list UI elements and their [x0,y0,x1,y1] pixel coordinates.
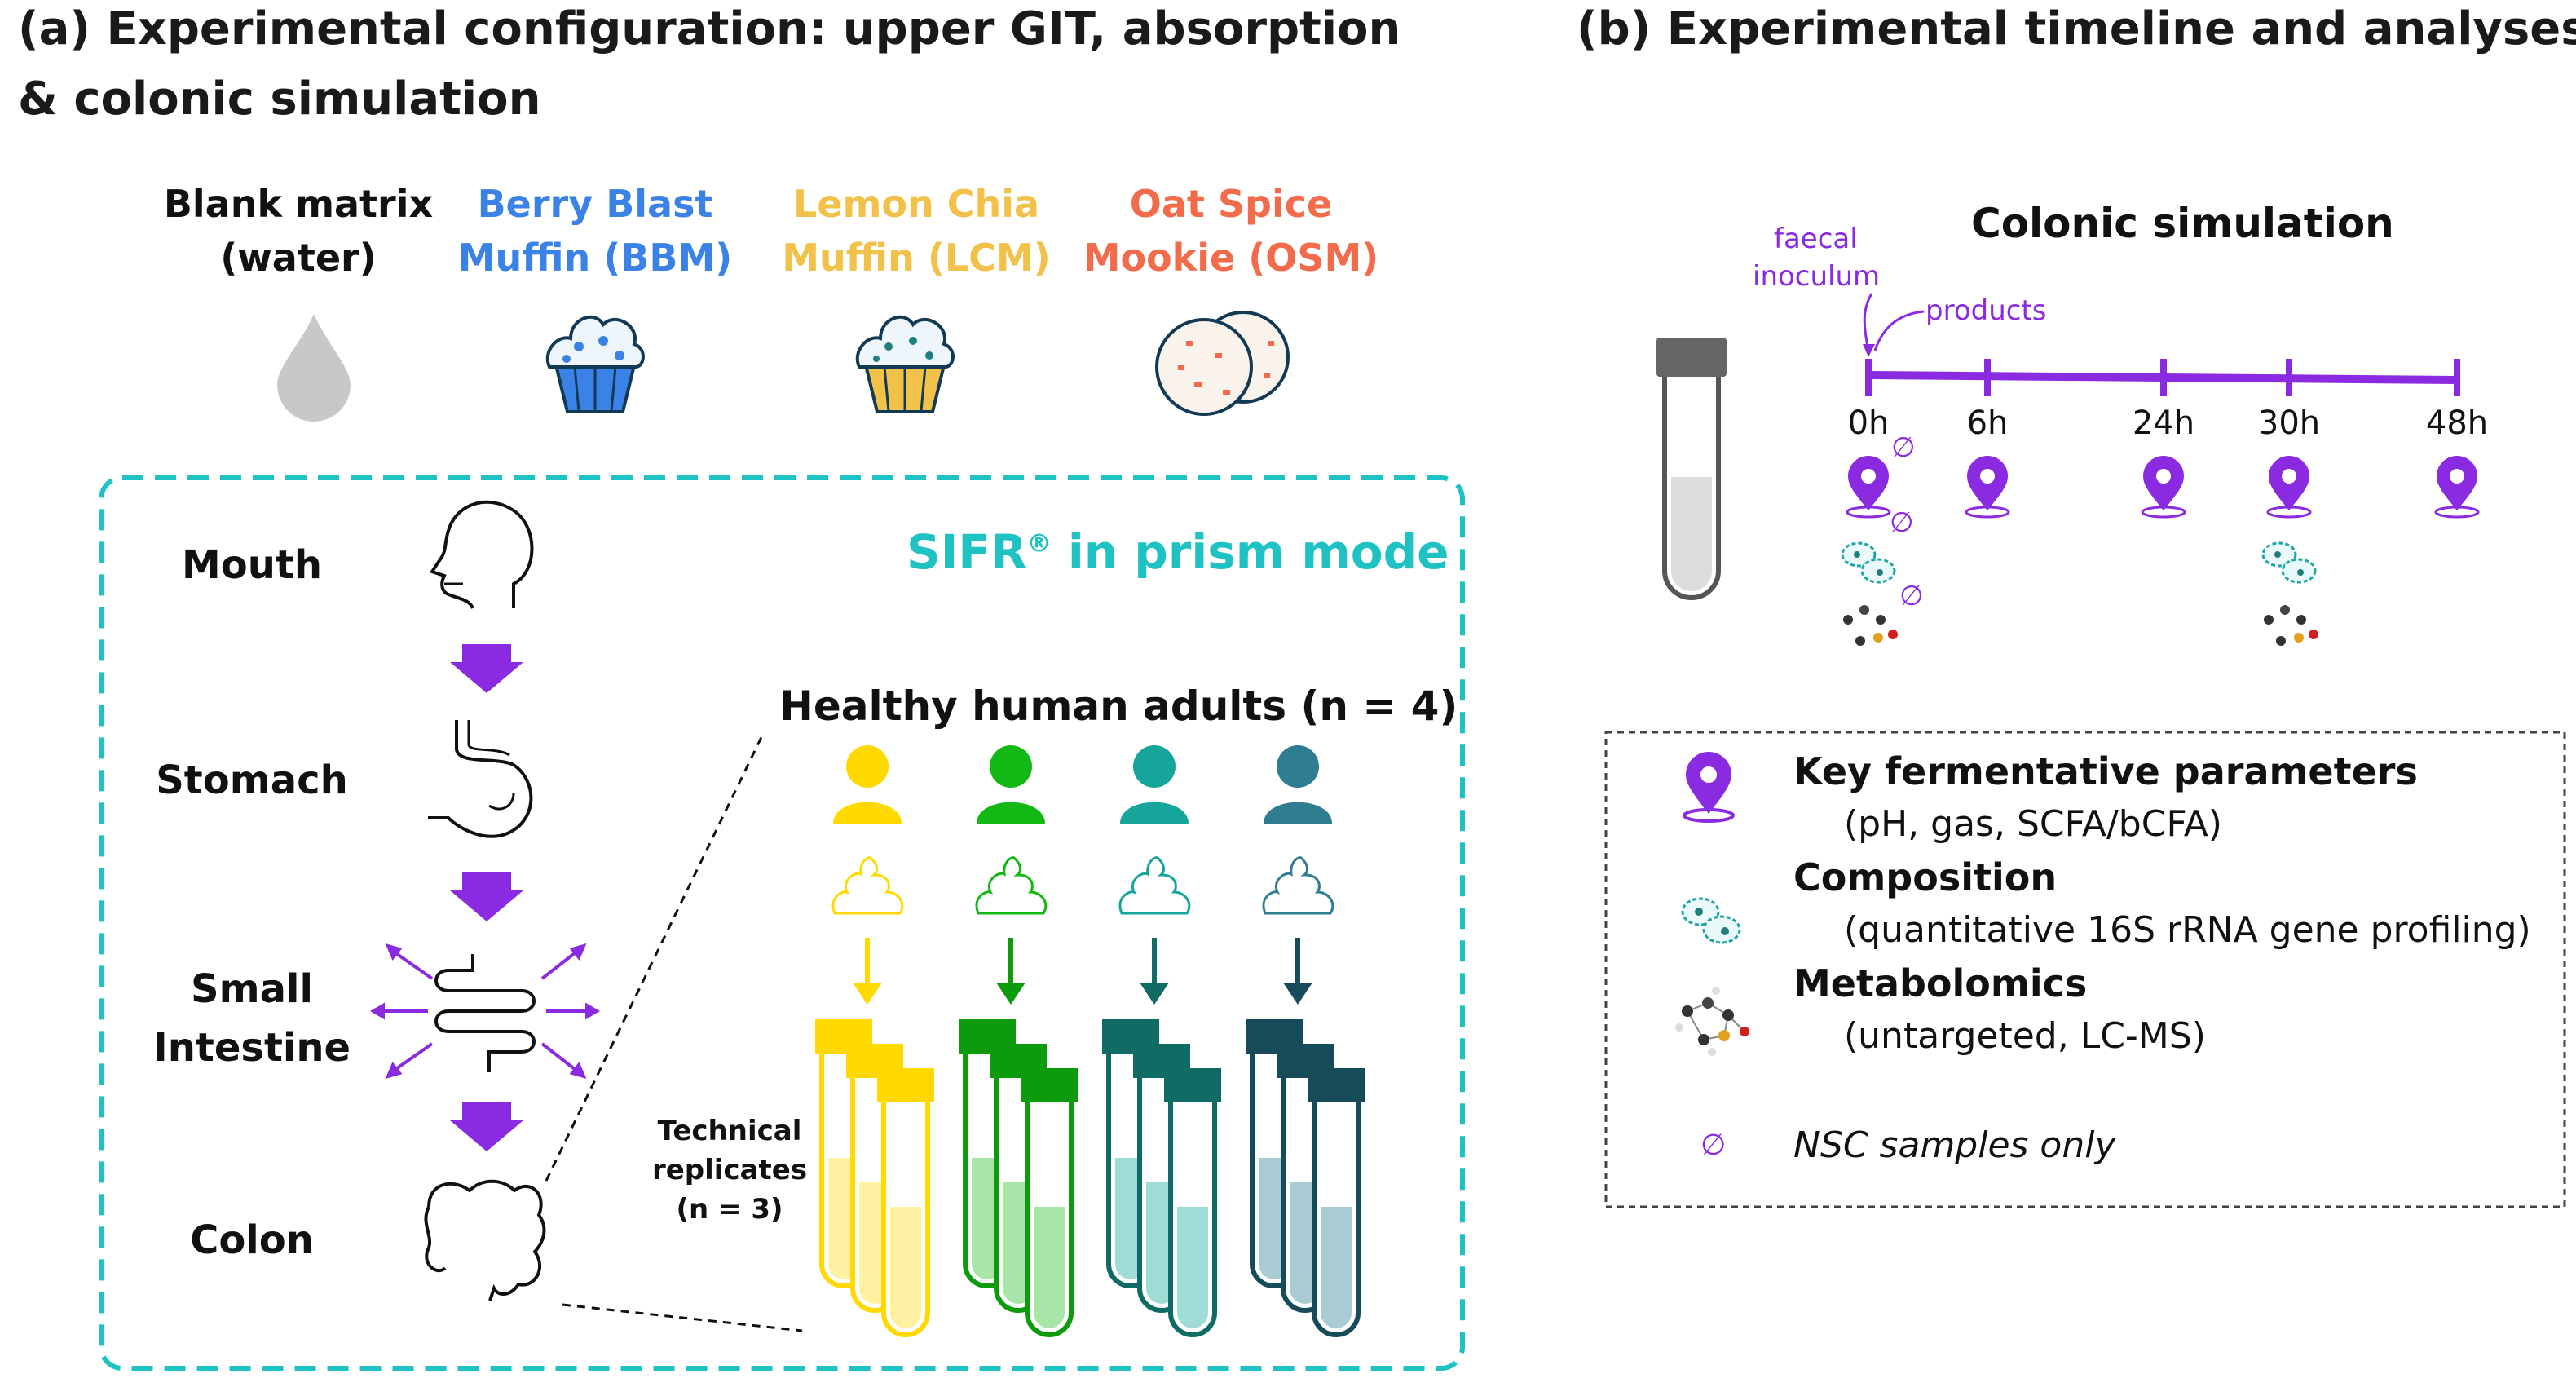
legend-nsc-label: NSC samples only [1793,1124,2116,1166]
bacteria-icon [1841,541,1896,584]
bacteria-icon [2261,541,2317,584]
stool-icon [1118,856,1191,915]
timepoint-label-6h: 6h [1966,404,2009,442]
replicate-tubes [1102,1019,1221,1337]
water-drop-icon [277,314,351,422]
colonic-simulation-title: Colonic simulation [1971,200,2394,247]
products-arrow [1873,310,1925,351]
replicate-tubes [1246,1019,1365,1337]
replicates-label-1: Technical [657,1115,802,1147]
berry-muffin-icon [545,315,645,413]
test-tube [877,1068,934,1337]
organ-colon-label: Colon [190,1217,314,1263]
legend-bacteria-icon [1681,897,1741,944]
location-pin-icon [2434,456,2480,519]
faecal-label-2: inoculum [1753,260,1881,293]
nsc-symbol: ∅ [1899,580,1924,612]
mouth-head-icon [429,500,534,609]
arrow-down-3 [450,1102,523,1151]
organ-small-intestine-label-2: Intestine [152,1025,351,1071]
cookie-icon [1155,311,1290,416]
legend-key-sub: (pH, gas, SCFA/bCFA) [1844,803,2222,845]
lemon-muffin-icon [855,315,955,413]
molecule-icon [1843,605,1898,646]
person-icon [833,745,902,824]
stomach-icon [428,720,533,838]
organ-stomach-label: Stomach [156,758,348,803]
arrow-down-1 [450,644,523,693]
food-blank-label-1: Blank matrix [163,182,434,226]
nsc-symbol: ∅ [1891,431,1916,464]
panel-a-title-line1: (a) Experimental configuration: upper GI… [18,2,1401,55]
timepoint-label-24h: 24h [2132,404,2195,442]
replicate-tubes [815,1019,934,1337]
faecal-label-1: faecal [1774,223,1858,255]
legend-comp-sub: (quantitative 16S rRNA gene profiling) [1844,909,2531,951]
legend-molecule-icon [1675,987,1749,1056]
test-tube [1164,1068,1221,1337]
test-tube [1308,1068,1365,1337]
inoculum-arrow [1863,293,1873,351]
arrow-down-icon [853,938,882,1005]
person-icon [977,745,1045,824]
donor-4 [1246,745,1365,1337]
location-pin-icon [1846,456,1891,519]
food-blank-label-2: (water) [220,236,377,280]
timepoint-label-0h: 0h [1847,404,1890,442]
legend-nsc-symbol: ∅ [1700,1129,1727,1162]
nsc-symbol: ∅ [1890,506,1914,539]
molecule-icon [2264,605,2318,646]
location-pin-icon [2141,456,2186,519]
donor-2 [959,745,1078,1337]
arrow-down-icon [1140,938,1169,1005]
stool-icon [975,856,1048,915]
food-lcm-label-2: Muffin (LCM) [782,236,1051,280]
location-pin-icon [2266,456,2312,519]
organ-small-intestine-label-1: Small [191,966,313,1012]
test-tube-icon [1656,338,1727,600]
products-label: products [1925,294,2047,327]
stool-icon [831,856,904,915]
healthy-adults-label: Healthy human adults (n = 4) [779,683,1458,730]
timepoint-label-48h: 48h [2425,404,2489,442]
panel-a-title-line2: & colonic simulation [18,73,541,126]
replicate-tubes [959,1019,1078,1337]
food-bbm-label-1: Berry Blast [477,182,713,226]
location-pin-icon [1965,456,2010,519]
donor-1 [815,745,934,1337]
legend-box [1604,731,2566,1208]
sifr-label: SIFR® in prism mode [906,524,1449,580]
small-intestine-icon [370,943,600,1080]
organ-mouth-label: Mouth [181,542,323,588]
legend-metab-sub: (untargeted, LC-MS) [1844,1015,2206,1057]
person-icon [1264,745,1332,824]
donor-3 [1102,745,1221,1337]
replicates-label-2: replicates [651,1154,808,1186]
food-lcm-label-1: Lemon Chia [792,182,1040,226]
inoculum-arrowhead [1863,344,1875,357]
legend-pin-icon [1683,752,1735,823]
person-icon [1120,745,1189,824]
colon-icon [424,1179,546,1301]
arrow-down-icon [1283,938,1312,1005]
test-tube [1021,1068,1078,1337]
food-osm-label-2: Mookie (OSM) [1083,236,1379,280]
replicates-label-3: (n = 3) [676,1193,783,1226]
legend-metab-title: Metabolomics [1793,961,2088,1005]
legend-key-title: Key fermentative parameters [1793,749,2418,793]
timepoint-label-30h: 30h [2257,404,2321,442]
arrow-down-icon [996,938,1026,1005]
legend-comp-title: Composition [1793,855,2058,899]
stool-icon [1262,856,1334,915]
food-osm-label-1: Oat Spice [1129,182,1333,226]
panel-b-title: (b) Experimental timeline and analyses [1577,2,2576,55]
arrow-down-2 [450,872,523,921]
food-bbm-label-2: Muffin (BBM) [457,236,733,280]
